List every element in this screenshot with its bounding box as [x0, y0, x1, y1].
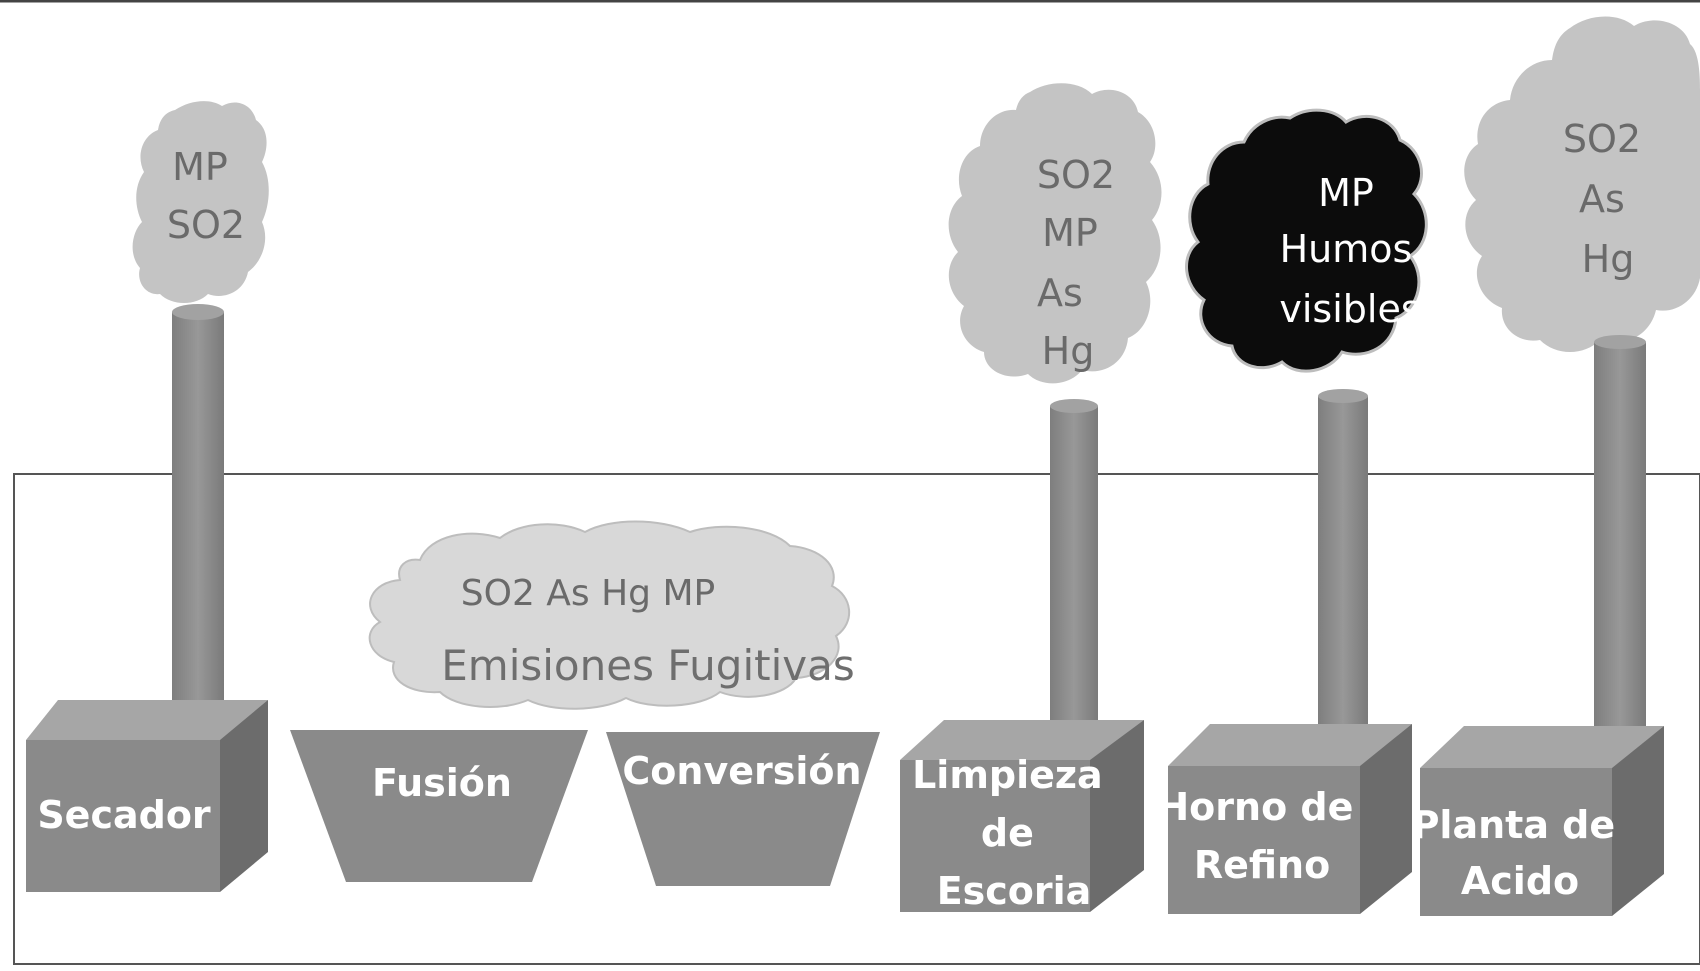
unit-horno: MP Humos visibles Horno de Refino — [1157, 108, 1428, 914]
cloud-planta-text: SO2 As Hg — [1563, 117, 1653, 281]
emission-label: Hg — [1582, 237, 1635, 281]
box-top-planta — [1420, 726, 1664, 768]
fugitive-pollutants: SO2 As Hg MP — [461, 573, 716, 614]
emission-label: Humos — [1280, 227, 1413, 271]
box-top-secador — [26, 700, 268, 740]
cloud-secador — [132, 101, 269, 303]
box-side-horno — [1360, 724, 1412, 914]
unit-name-line: Fusión — [372, 761, 512, 805]
fugitive-cloud — [368, 520, 851, 710]
box-front-limpieza — [900, 760, 1090, 912]
cloud-secador-text: MP SO2 — [167, 145, 245, 247]
stack-top-secador — [172, 304, 224, 320]
emission-label: MP — [1042, 211, 1098, 255]
unit-label-fusion: Fusión — [372, 761, 512, 805]
unit-label-secador: Secador — [37, 793, 211, 837]
box-front-horno — [1168, 766, 1360, 914]
emission-label: MP — [172, 145, 228, 189]
stack-top-limpieza — [1050, 399, 1098, 413]
box-top-limpieza — [900, 720, 1144, 760]
unit-name-line: Conversión — [622, 749, 861, 793]
stack-limpieza — [1050, 406, 1098, 736]
unit-limpieza: SO2 MP As Hg Limpieza de Escoria — [900, 83, 1162, 913]
unit-planta: SO2 As Hg Planta de Acido — [1412, 16, 1700, 916]
cloud-horno — [1185, 108, 1428, 373]
unit-name-line: de — [981, 811, 1034, 855]
emission-label: SO2 — [1563, 117, 1641, 161]
box-side-planta — [1612, 726, 1664, 916]
stack-planta — [1594, 342, 1646, 736]
unit-label-limpieza: Limpieza de Escoria — [912, 753, 1116, 913]
emission-label: As — [1037, 271, 1083, 315]
emission-label: MP — [1318, 171, 1374, 215]
cloud-limpieza — [948, 83, 1162, 384]
stack-top-planta — [1594, 335, 1646, 349]
unit-name-line: Secador — [37, 793, 211, 837]
stack-horno — [1318, 396, 1368, 736]
cloud-limpieza-text: SO2 MP As Hg — [1037, 153, 1127, 373]
furnace-conversion — [606, 732, 880, 886]
unit-label-conversion: Conversión — [622, 749, 861, 793]
plant-boundary-frame — [13, 473, 1700, 965]
fugitive-emissions: SO2 As Hg MP Emisiones Fugitivas — [368, 520, 855, 710]
unit-name-line: Refino — [1194, 843, 1330, 887]
unit-name-line: Escoria — [937, 869, 1092, 913]
box-front-secador — [26, 740, 220, 892]
cloud-horno-text: MP Humos visibles — [1279, 171, 1424, 331]
unit-fusion: Fusión — [290, 730, 588, 882]
unit-name-line: Planta de — [1412, 803, 1616, 847]
cloud-planta — [1464, 16, 1700, 353]
emission-label: As — [1579, 177, 1625, 221]
emission-label: Hg — [1042, 329, 1095, 373]
unit-label-planta: Planta de Acido — [1412, 803, 1629, 903]
stack-secador — [172, 312, 224, 712]
unit-secador: MP SO2 Secador — [26, 101, 269, 892]
box-side-secador — [220, 700, 268, 892]
unit-name-line: Horno de — [1157, 785, 1353, 829]
box-side-limpieza — [1090, 720, 1144, 912]
stack-top-horno — [1318, 389, 1368, 403]
unit-conversion: Conversión — [606, 732, 880, 886]
furnace-fusion — [290, 730, 588, 882]
box-front-planta — [1420, 768, 1612, 916]
box-top-horno — [1168, 724, 1412, 766]
emission-label: visibles — [1279, 287, 1420, 331]
fugitive-title: Emisiones Fugitivas — [441, 641, 854, 690]
unit-name-line: Acido — [1461, 859, 1579, 903]
emission-label: SO2 — [167, 203, 245, 247]
unit-name-line: Limpieza — [912, 753, 1103, 797]
unit-label-horno: Horno de Refino — [1157, 785, 1366, 887]
emission-label: SO2 — [1037, 153, 1115, 197]
